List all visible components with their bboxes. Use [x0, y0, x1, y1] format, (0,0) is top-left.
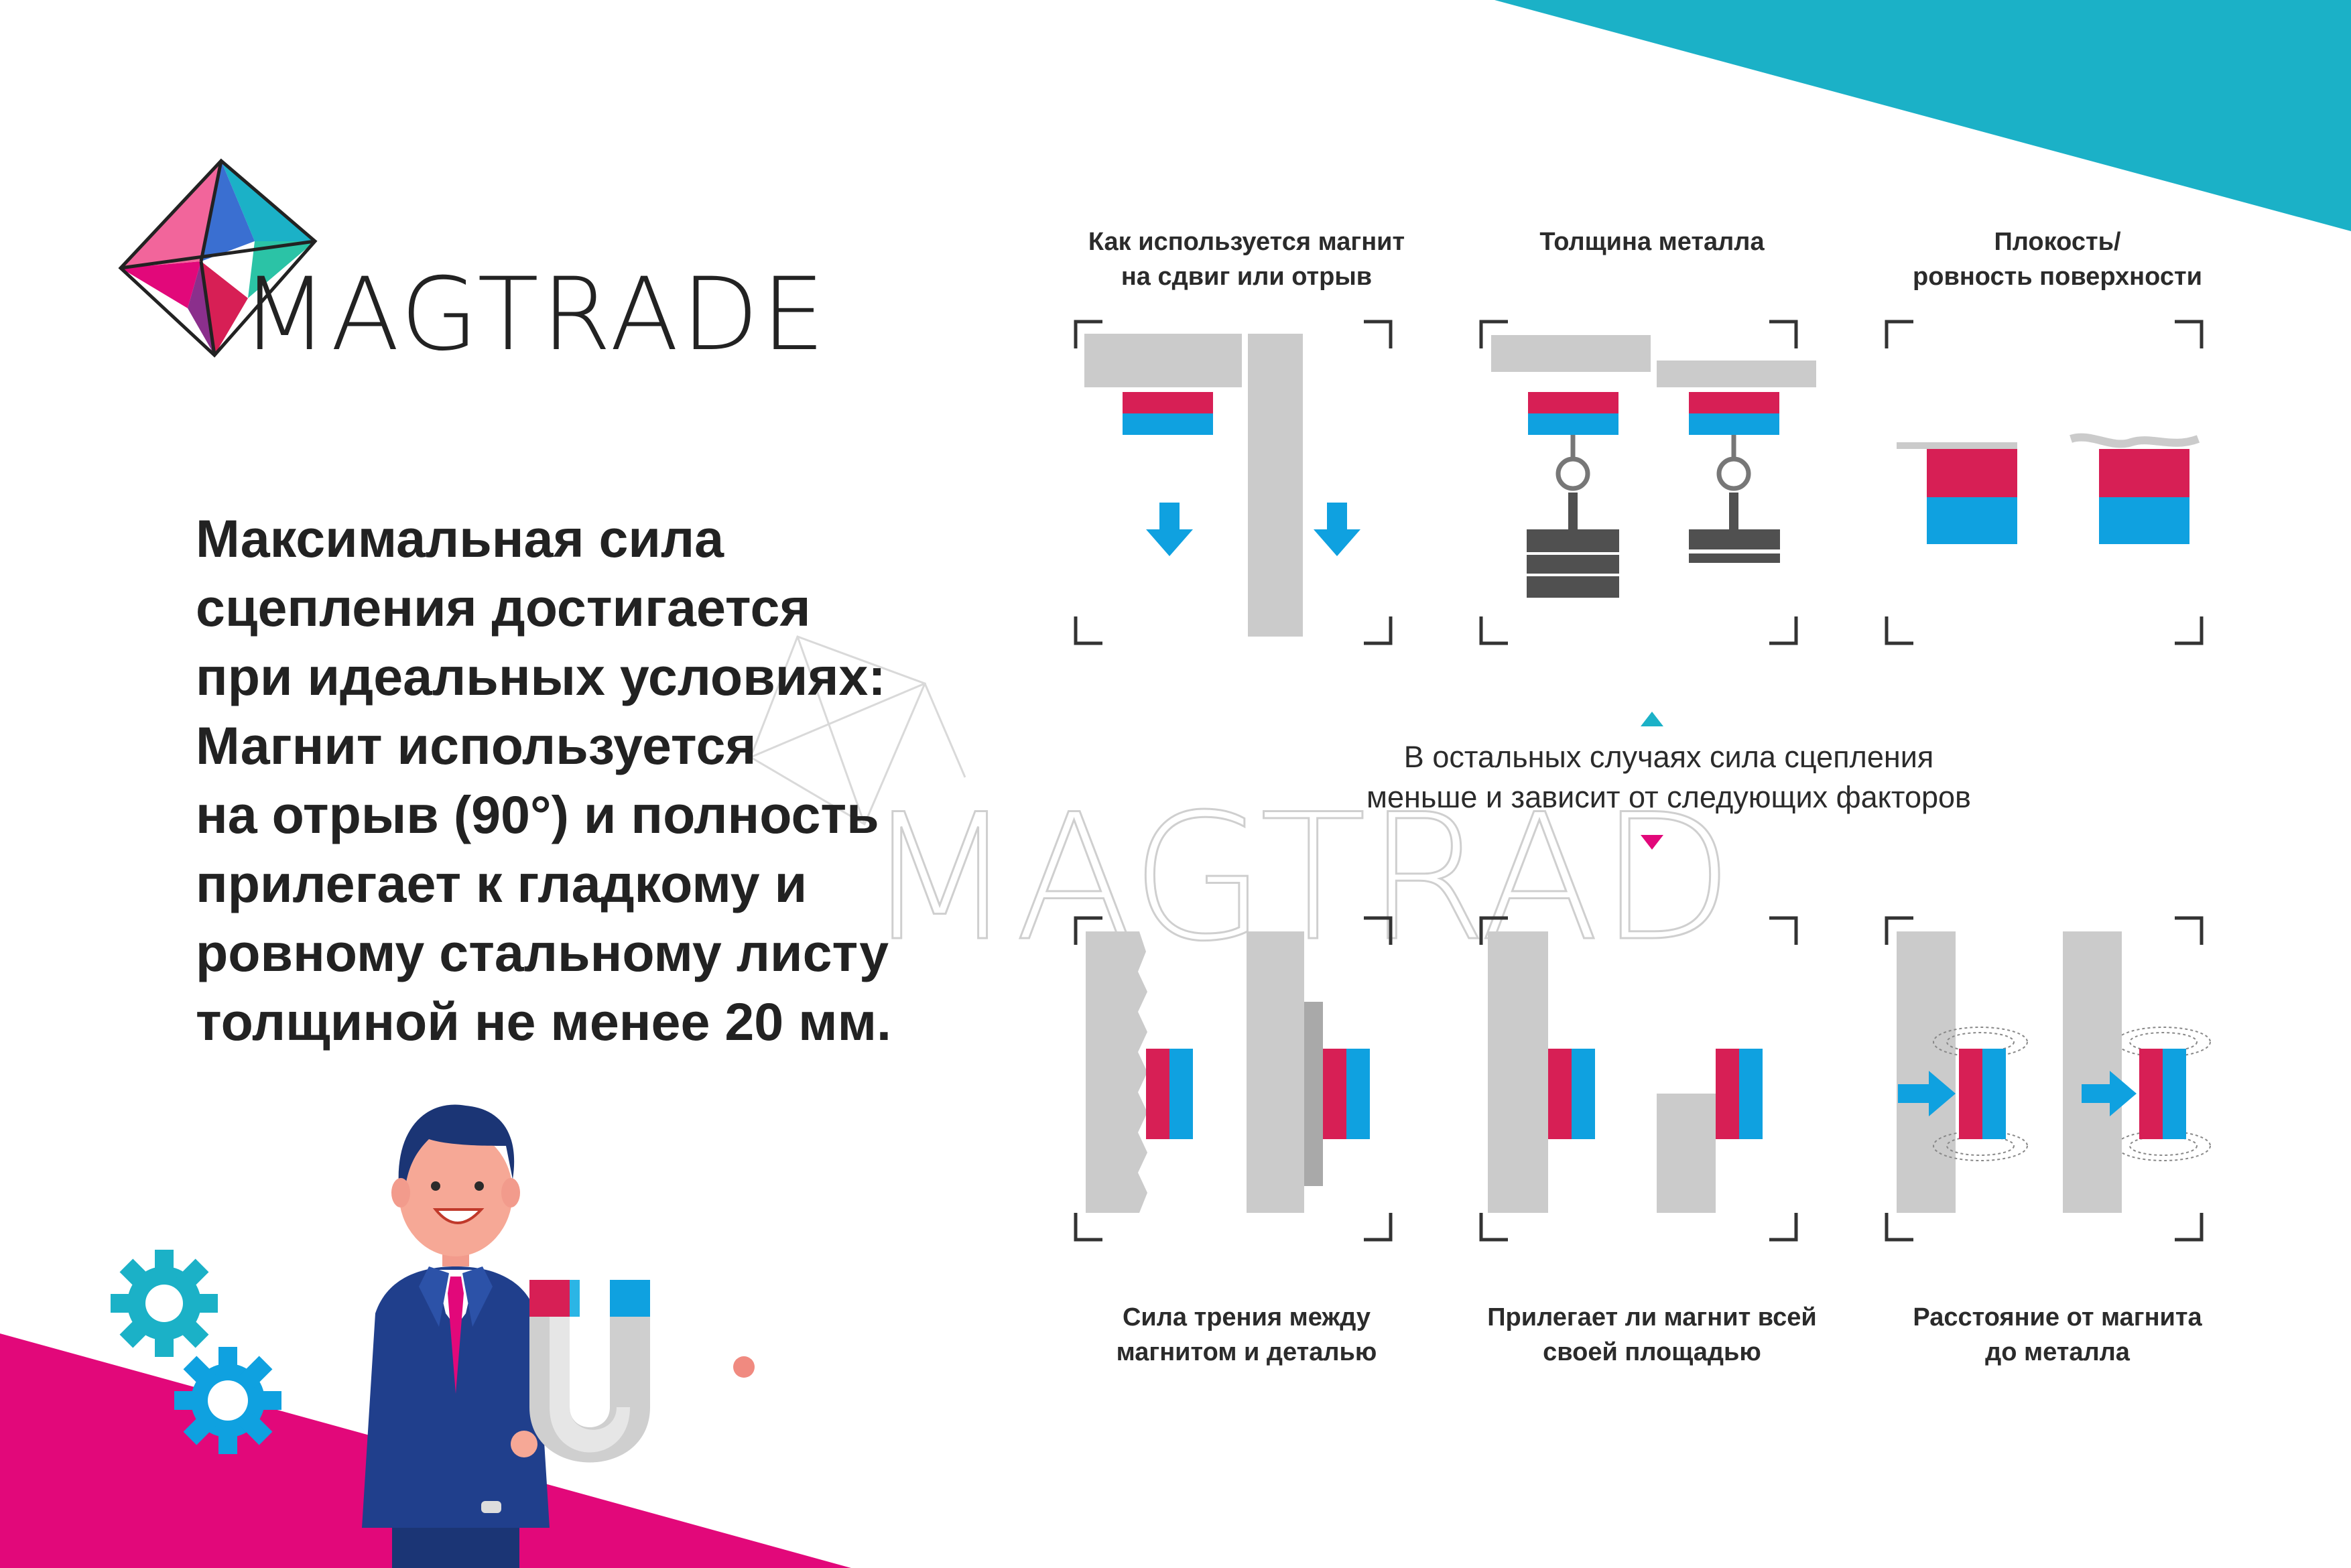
note-arrow-down-icon: [1641, 835, 1663, 850]
gear-icon: [111, 1250, 218, 1357]
brand-name: MAGTRADE: [241, 257, 828, 373]
middle-note: В остальных случаях сила сцепления меньш…: [1367, 740, 1971, 814]
note-arrow-up-icon: [1641, 712, 1663, 726]
arrow-down-icon: [1314, 503, 1360, 556]
frame-corners: [1074, 916, 2204, 1242]
frame-corners: [1074, 320, 2204, 645]
contact-area-diagram: [1488, 931, 1763, 1213]
arrow-right-icon: [1898, 1071, 1956, 1116]
brand-logo: [114, 154, 328, 362]
brand-logo-icon: [118, 158, 318, 358]
shear-or-pull-diagram: [1084, 334, 1360, 637]
watermark-logo-icon: MAGTRADE: [749, 635, 1845, 981]
horseshoe-magnet-icon: [529, 1280, 650, 1463]
surface-flatness-diagram: [1897, 433, 2200, 544]
metal-thickness-diagram: [1491, 335, 1816, 598]
bottom-caption-3: Расстояние от магнита до металла: [1913, 1303, 2202, 1366]
watermark-text: MAGTRADE: [865, 777, 1729, 972]
gear-icon: [174, 1347, 281, 1454]
top-diagrams: [1074, 320, 2204, 645]
headline: Максимальная сила сцепления достигается …: [196, 509, 891, 1051]
bottom-diagrams: [1074, 916, 2211, 1242]
distance-diagram: [1897, 931, 2211, 1213]
weight-icon: [1527, 493, 1619, 598]
friction-diagram: [1086, 931, 1370, 1213]
bottom-caption-2: Прилегает ли магнит всей своей площадью: [1487, 1303, 1817, 1366]
top-caption-3: Плокость/ ровность поверхности: [1913, 228, 2202, 291]
businessman-illustration: [362, 1104, 755, 1568]
arrow-right-icon: [2082, 1071, 2137, 1116]
watermark: MAGTRADE: [724, 623, 1845, 981]
top-caption-1: Как используется магнит на сдвиг или отр…: [1088, 228, 1405, 291]
top-caption-2: Толщина металла: [1539, 228, 1765, 256]
arrow-down-icon: [1146, 503, 1193, 556]
bottom-caption-1: Сила трения между магнитом и деталью: [1116, 1303, 1377, 1366]
weight-icon: [1689, 493, 1780, 563]
